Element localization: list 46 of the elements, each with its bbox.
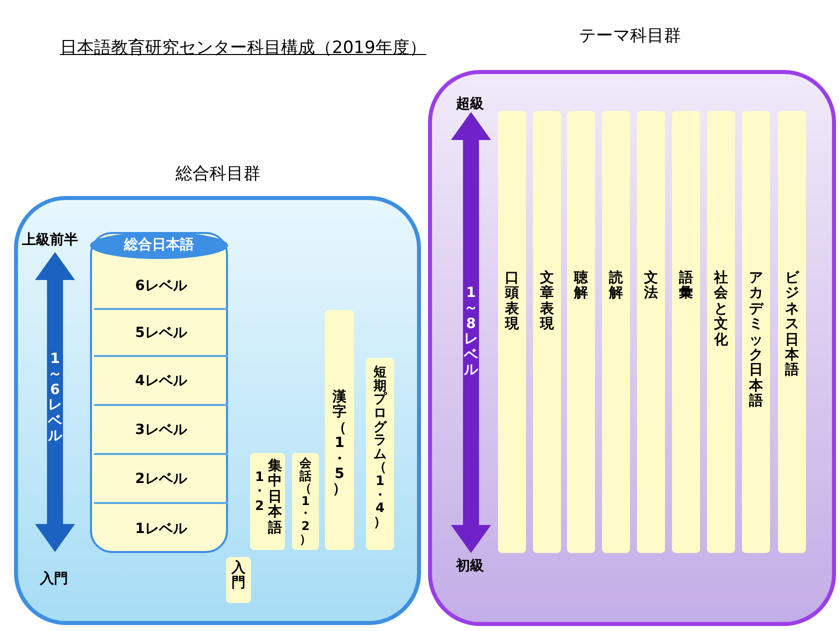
course-name: 会話（1・2） [300, 457, 312, 546]
course-name: 入門 [232, 561, 246, 592]
course-name: 短期プログラム（1・4） [374, 366, 386, 530]
course-name: 文法 [644, 271, 658, 302]
course-name: 文章表現 [540, 271, 554, 333]
course-bar [250, 453, 285, 550]
level-label: 入門 [40, 570, 68, 588]
level-label: 初級 [456, 557, 484, 575]
level-row: 5レベル [94, 310, 228, 357]
course-name: 語彙 [679, 271, 693, 302]
level-row: 1レベル [94, 504, 228, 553]
course-name: 集中日本語 [268, 459, 282, 536]
course-bar [707, 111, 735, 553]
course-name: 1・2 [253, 471, 266, 514]
level-row: 4レベル [94, 357, 228, 406]
course-bar [292, 453, 319, 550]
course-bar [498, 111, 526, 553]
course-bar [672, 111, 700, 553]
diagram-title: 日本語教育研究センター科目構成（2019年度） [60, 37, 426, 59]
range-label: 1～8レベル [464, 286, 478, 378]
course-bar [637, 111, 665, 553]
course-bar [742, 111, 770, 553]
course-name: ビジネス日本語 [785, 271, 799, 379]
course-name: アカデミック日本語 [749, 271, 763, 410]
course-bar [325, 310, 354, 550]
level-row: 3レベル [94, 406, 228, 455]
course-name: 口頭表現 [505, 271, 519, 333]
course-bar [226, 557, 251, 603]
group-heading: 総合科目群 [174, 163, 262, 185]
level-label: 上級前半 [22, 231, 78, 249]
course-bar [778, 111, 806, 553]
course-name: 聴解 [574, 271, 588, 302]
course-name: 漢字（1・5） [332, 390, 346, 498]
course-name: 社会と文化 [714, 271, 728, 348]
course-title-ellipse: 総合日本語 [90, 232, 228, 259]
course-column [90, 232, 228, 553]
level-row: 6レベル [94, 264, 228, 310]
course-bar [533, 111, 561, 553]
level-row: 2レベル [94, 455, 228, 504]
course-bar [602, 111, 630, 553]
group-heading: テーマ科目群 [578, 25, 682, 47]
course-bar [366, 358, 394, 550]
course-name: 読解 [609, 271, 623, 302]
range-label: 1～6レベル [48, 352, 62, 444]
course-bar [567, 111, 595, 553]
level-label: 超級 [456, 95, 484, 113]
